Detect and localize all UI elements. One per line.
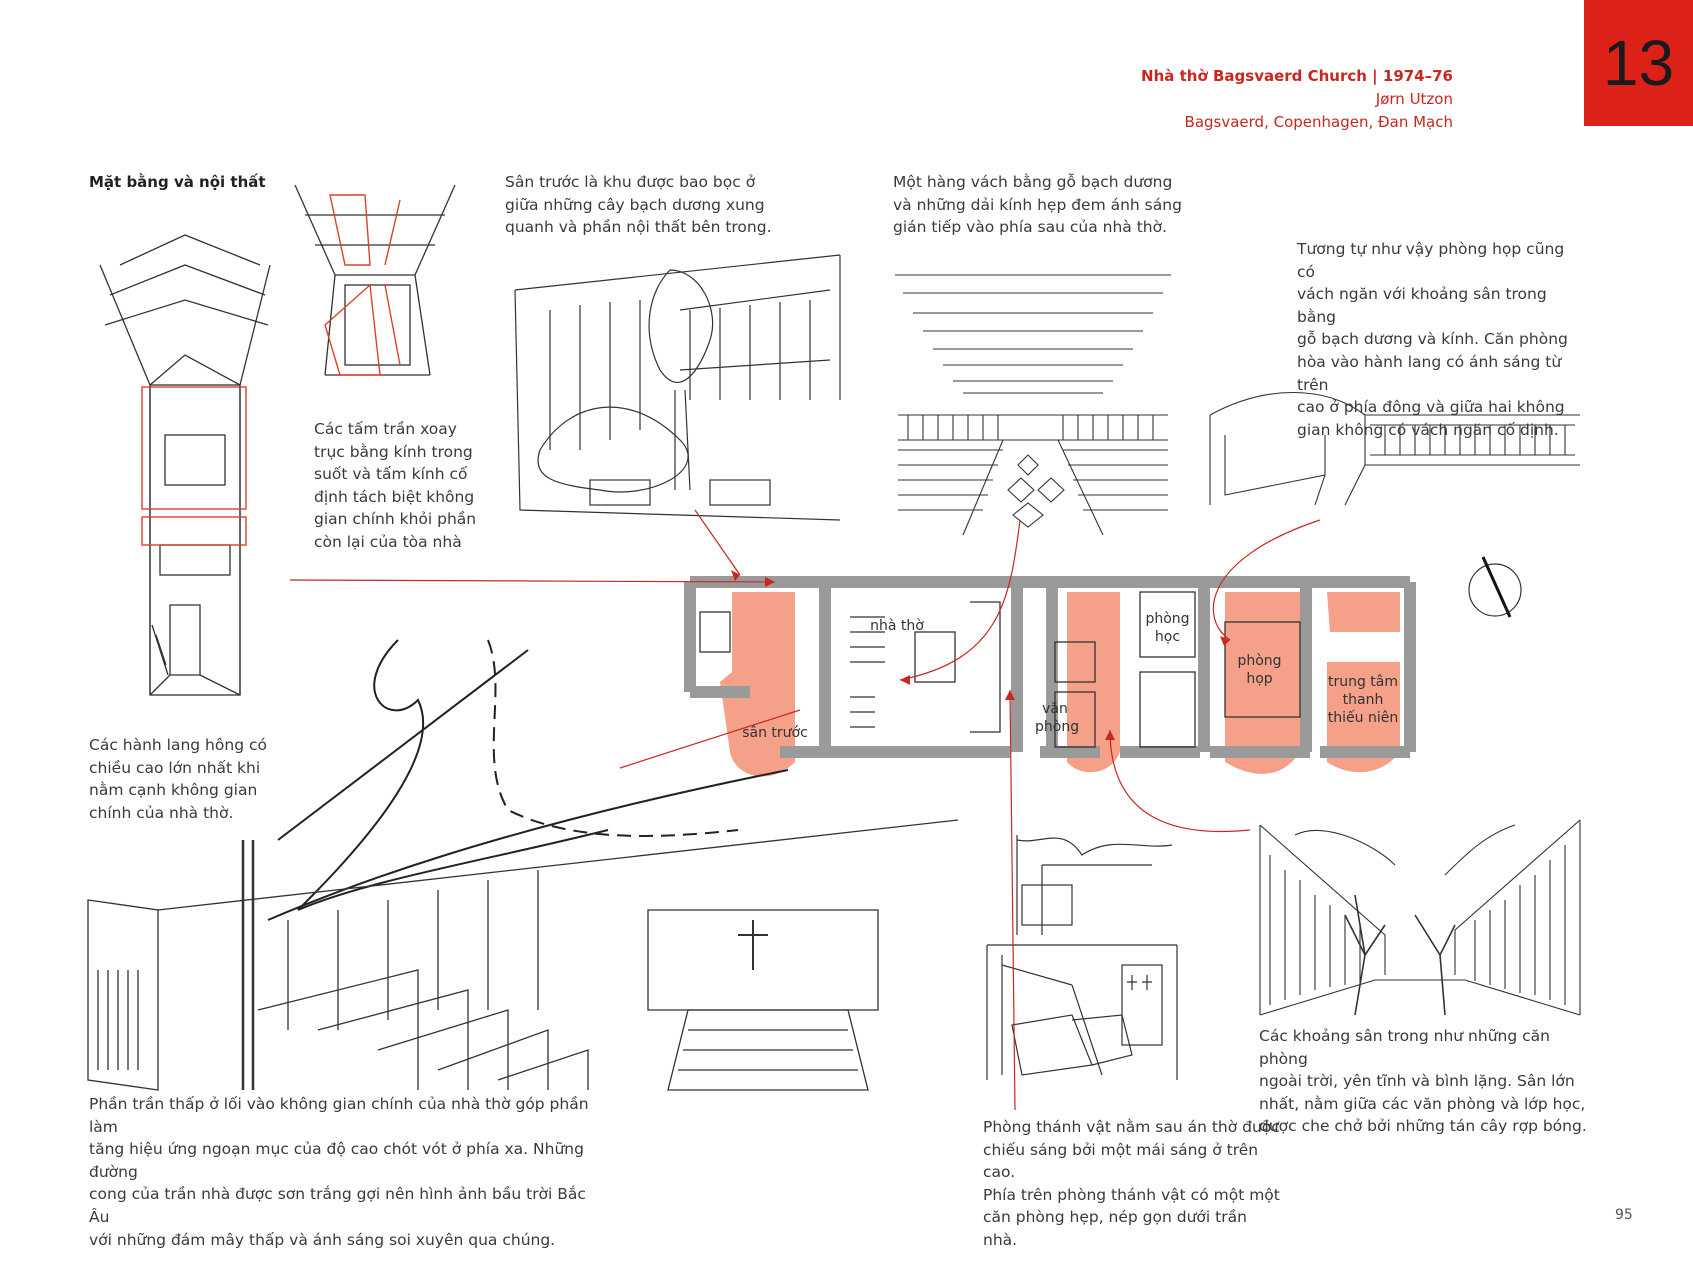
youth-court-fill — [1327, 592, 1400, 773]
sacristy-sketch — [986, 835, 1178, 1080]
plan-label-church: nhà thờ — [870, 618, 924, 634]
architect-name: Jørn Utzon — [1375, 90, 1453, 108]
caption-front-courtyard: Sân trước là khu được bao bọc ở giữa nhữ… — [505, 173, 772, 237]
plan-label-meeting: phòng họp — [1237, 653, 1282, 687]
caption-birch-wall: Một hàng vách bằng gỗ bạch dương và nhữn… — [893, 173, 1182, 237]
ceiling-panel-sketch — [294, 184, 456, 376]
plan-label-front-court: sân trước — [742, 725, 808, 741]
birch-wall-sketch — [895, 274, 1171, 536]
chapter-number: 13 — [1602, 27, 1675, 99]
courtyard-fills — [720, 592, 1400, 777]
building-title: Nhà thờ Bagsvaerd Church | 1974–76 — [1141, 67, 1453, 85]
plan-label-youth-center: trung tâm thanh thiếu niên — [1327, 674, 1399, 726]
caption-low-ceiling: Phần trần thấp ở lối vào không gian chín… — [89, 1095, 589, 1249]
main-interior-sketch — [87, 639, 959, 1091]
page-number: 95 — [1615, 1207, 1633, 1223]
courtyards-sketch — [1259, 819, 1581, 1016]
north-arrow-icon — [1468, 556, 1522, 618]
corridor-sketch — [99, 234, 271, 696]
meeting-court-fill — [1225, 592, 1300, 774]
caption-ceiling-panels: Các tấm trần xoay trục bằng kính trong s… — [314, 420, 477, 551]
section-title: Mặt bằng và nội thất — [89, 173, 266, 191]
meeting-room-sketch — [1209, 391, 1580, 506]
plan-label-office: văn phòng — [1035, 701, 1080, 735]
caption-meeting-room: Tương tự như vậy phòng họp cũng có vách … — [1297, 240, 1568, 439]
caption-courtyards: Các khoảng sân trong như những căn phòng… — [1259, 1027, 1587, 1136]
plan-label-classroom: phòng học — [1145, 611, 1190, 645]
front-courtyard-sketch — [514, 254, 841, 521]
chapter-number-box: 13 — [1584, 0, 1693, 126]
caption-sacristy: Phòng thánh vật nằm sau án thờ được chiế… — [983, 1118, 1280, 1249]
header-block: Nhà thờ Bagsvaerd Church | 1974–76 Jørn … — [1033, 65, 1453, 134]
building-location: Bagsvaerd, Copenhagen, Đan Mạch — [1184, 113, 1453, 131]
floor-plan — [684, 576, 1416, 777]
caption-side-corridors: Các hành lang hông có chiều cao lớn nhất… — [89, 736, 267, 822]
